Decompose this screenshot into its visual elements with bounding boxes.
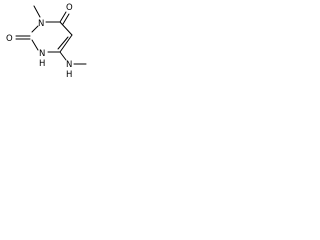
bond-c2-n3 [31,25,39,33]
bond-n3-methyl [33,5,41,18]
atom-n3: N [38,19,44,29]
atom-h-amine: H [66,70,72,79]
bond-c4-c5 [59,21,73,36]
structure-canvas: O N O N H N H [0,0,88,79]
bond-c6-nh [59,51,67,61]
molecule-structure: O N O N H N H [6,3,87,79]
atom-o-top: O [66,3,73,13]
atom-n1: N [39,49,45,59]
atom-h-n1: H [39,59,45,69]
bond-n1-c2 [31,39,39,51]
atom-o-left: O [6,34,13,44]
bond-c5-c6-b [57,36,69,50]
atom-n-amine: N [66,60,72,70]
bond-c4-o-top-a [59,11,67,23]
bond-c5-c6-a [59,34,73,53]
bond-c4-o-top-b [62,13,70,25]
